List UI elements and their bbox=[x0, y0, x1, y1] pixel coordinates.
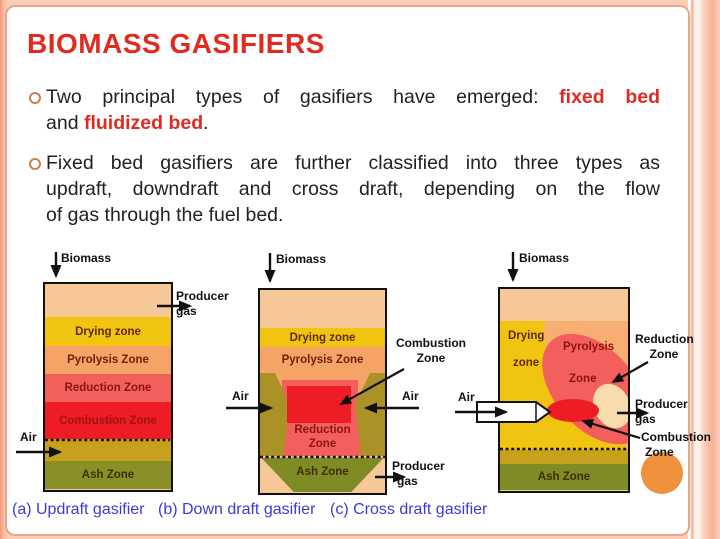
producer-label-line2: gas bbox=[397, 474, 418, 488]
downdraft-biomass-label: Biomass bbox=[276, 252, 327, 266]
updraft-producer-gas-label: Producer gas bbox=[176, 289, 229, 319]
downdraft-hearth-section: Reduction Zone bbox=[260, 373, 385, 456]
downdraft-drying-zone: Drying zone bbox=[260, 328, 385, 347]
bullet-2-line-1: Fixed bed gasifiers are further classifi… bbox=[46, 152, 660, 174]
crossdraft-producer-gas-label: Producer gas bbox=[635, 397, 688, 427]
crossdraft-air-label: Air bbox=[458, 390, 475, 404]
producer-label-line1: Producer bbox=[176, 289, 229, 303]
updraft-reduction-zone: Reduction Zone bbox=[45, 374, 171, 402]
bullet-2-line-2: updraft, downdraft and cross draft, depe… bbox=[46, 178, 660, 200]
bullet-1-text: Two principal types of gasifiers have em… bbox=[46, 84, 660, 136]
downdraft-air-left-label: Air bbox=[232, 389, 249, 403]
downdraft-air-right-label: Air bbox=[402, 389, 419, 403]
bullet-ring-icon bbox=[29, 158, 41, 170]
downdraft-pyrolysis-zone: Pyrolysis Zone bbox=[260, 347, 385, 373]
reduction-line1: Reduction bbox=[294, 424, 351, 436]
crossdraft-pyrolysis-line2: Zone bbox=[569, 373, 597, 385]
crossdraft-biomass-label: Biomass bbox=[519, 251, 570, 265]
combustion-line2: Zone bbox=[416, 351, 446, 365]
downdraft-combustion-label: Combustion Zone bbox=[391, 336, 471, 366]
reduction-line1: Reduction bbox=[635, 332, 694, 346]
downdraft-ash-label: Ash Zone bbox=[296, 466, 349, 478]
downdraft-producer-gas-label: Producer gas bbox=[392, 459, 445, 489]
crossdraft-gasifier-box: Drying zone Pyrolysis Zone Ash Zone bbox=[498, 287, 630, 493]
crossdraft-combustion-label: Combustion Zone bbox=[641, 430, 711, 460]
b1-text: Two principal types of gasifiers have em… bbox=[46, 86, 560, 108]
b1-highlight-fixed-bed: fixed bed bbox=[559, 86, 660, 108]
crossdraft-grate-zone bbox=[500, 450, 628, 464]
producer-label-line2: gas bbox=[176, 304, 197, 318]
combustion-line1: Combustion bbox=[396, 336, 466, 350]
updraft-ash-zone: Ash Zone bbox=[45, 461, 171, 489]
slide-title: BIOMASS GASIFIERS bbox=[27, 28, 325, 59]
producer-label-line1: Producer bbox=[392, 459, 445, 473]
crossdraft-reduction-label: Reduction Zone bbox=[635, 332, 694, 362]
caption-crossdraft: (c) Cross draft gasifier bbox=[330, 501, 488, 518]
producer-label-line1: Producer bbox=[635, 397, 688, 411]
updraft-pyrolysis-zone: Pyrolysis Zone bbox=[45, 346, 171, 374]
crossdraft-combustion-ellipse bbox=[547, 399, 599, 422]
caption-updraft: (a) Updraft gasifier bbox=[12, 501, 145, 518]
downdraft-ash-section: Ash Zone bbox=[260, 456, 385, 492]
combustion-line2: Zone bbox=[645, 445, 674, 459]
reduction-line2: Zone bbox=[649, 347, 679, 361]
updraft-air-label: Air bbox=[20, 430, 37, 444]
bullet-2-line-3: of gas through the fuel bed. bbox=[46, 204, 284, 226]
caption-downdraft: (b) Down draft gasifier bbox=[158, 501, 316, 518]
bullet-ring-icon bbox=[29, 92, 41, 104]
bullet-1-line-2: and fluidized bed. bbox=[46, 110, 660, 136]
downdraft-top-zone bbox=[260, 290, 385, 328]
bullet-2: Fixed bed gasifiers are further classifi… bbox=[27, 150, 660, 228]
updraft-grate-zone bbox=[45, 439, 171, 461]
producer-label-line2: gas bbox=[635, 412, 656, 426]
b1-text2: and bbox=[46, 112, 84, 134]
crossdraft-top-zone bbox=[500, 289, 628, 321]
reduction-line2: Zone bbox=[308, 438, 337, 450]
crossdraft-pyrolysis-line1: Pyrolysis bbox=[563, 341, 615, 353]
b1-period: . bbox=[203, 112, 209, 134]
orange-circle-decoration bbox=[641, 452, 683, 494]
crossdraft-main-section: Drying zone Pyrolysis Zone bbox=[500, 321, 628, 450]
crossdraft-ash-zone: Ash Zone bbox=[500, 464, 628, 490]
right-stripe-border bbox=[688, 0, 720, 539]
updraft-combustion-zone: Combustion Zone bbox=[45, 402, 171, 439]
crossdraft-drying-line2: zone bbox=[513, 357, 540, 369]
updraft-gasifier-box: Drying zone Pyrolysis Zone Reduction Zon… bbox=[43, 282, 173, 492]
bullet-1: Two principal types of gasifiers have em… bbox=[27, 84, 660, 136]
downdraft-gasifier-box: Drying zone Pyrolysis Zone Reduction Zon… bbox=[258, 288, 387, 495]
updraft-biomass-label: Biomass bbox=[61, 251, 112, 265]
updraft-top-zone bbox=[45, 284, 171, 317]
downdraft-reduction-label: Reduction Zone bbox=[260, 423, 385, 451]
bullet-1-line-1: Two principal types of gasifiers have em… bbox=[46, 84, 660, 110]
updraft-drying-zone: Drying zone bbox=[45, 317, 171, 346]
combustion-line1: Combustion bbox=[641, 430, 711, 444]
b1-highlight-fluidized-bed: fluidized bed bbox=[83, 112, 204, 134]
bullet-2-text: Fixed bed gasifiers are further classifi… bbox=[46, 150, 660, 228]
downdraft-combustion-core bbox=[287, 386, 351, 423]
crossdraft-drying-line1: Drying bbox=[508, 330, 545, 342]
